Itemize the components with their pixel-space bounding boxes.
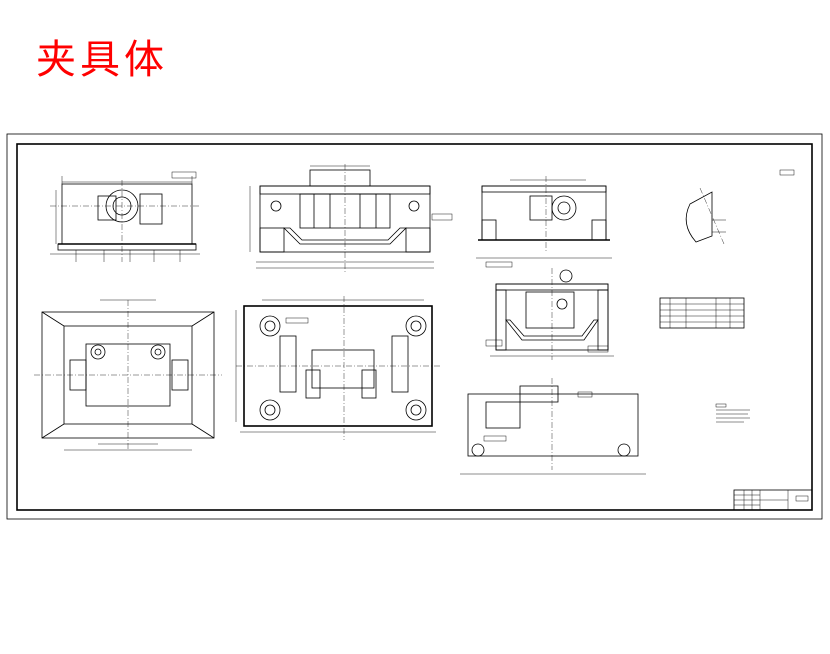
inner-frame (16, 143, 813, 511)
parts-list-table (659, 297, 745, 329)
view-front-top-left (50, 171, 200, 262)
technical-notes (715, 403, 750, 423)
view-detail-right (685, 169, 795, 245)
title-block (733, 489, 813, 511)
view-base-plate (460, 378, 646, 475)
view-section-middle-right (485, 268, 614, 360)
view-plan-middle-left (34, 299, 222, 451)
page-title: 夹具体 (36, 37, 168, 83)
view-plan-center (235, 296, 440, 440)
view-section-top-middle (249, 164, 453, 272)
outer-frame (6, 133, 823, 520)
view-side-section-top-right (476, 176, 612, 268)
